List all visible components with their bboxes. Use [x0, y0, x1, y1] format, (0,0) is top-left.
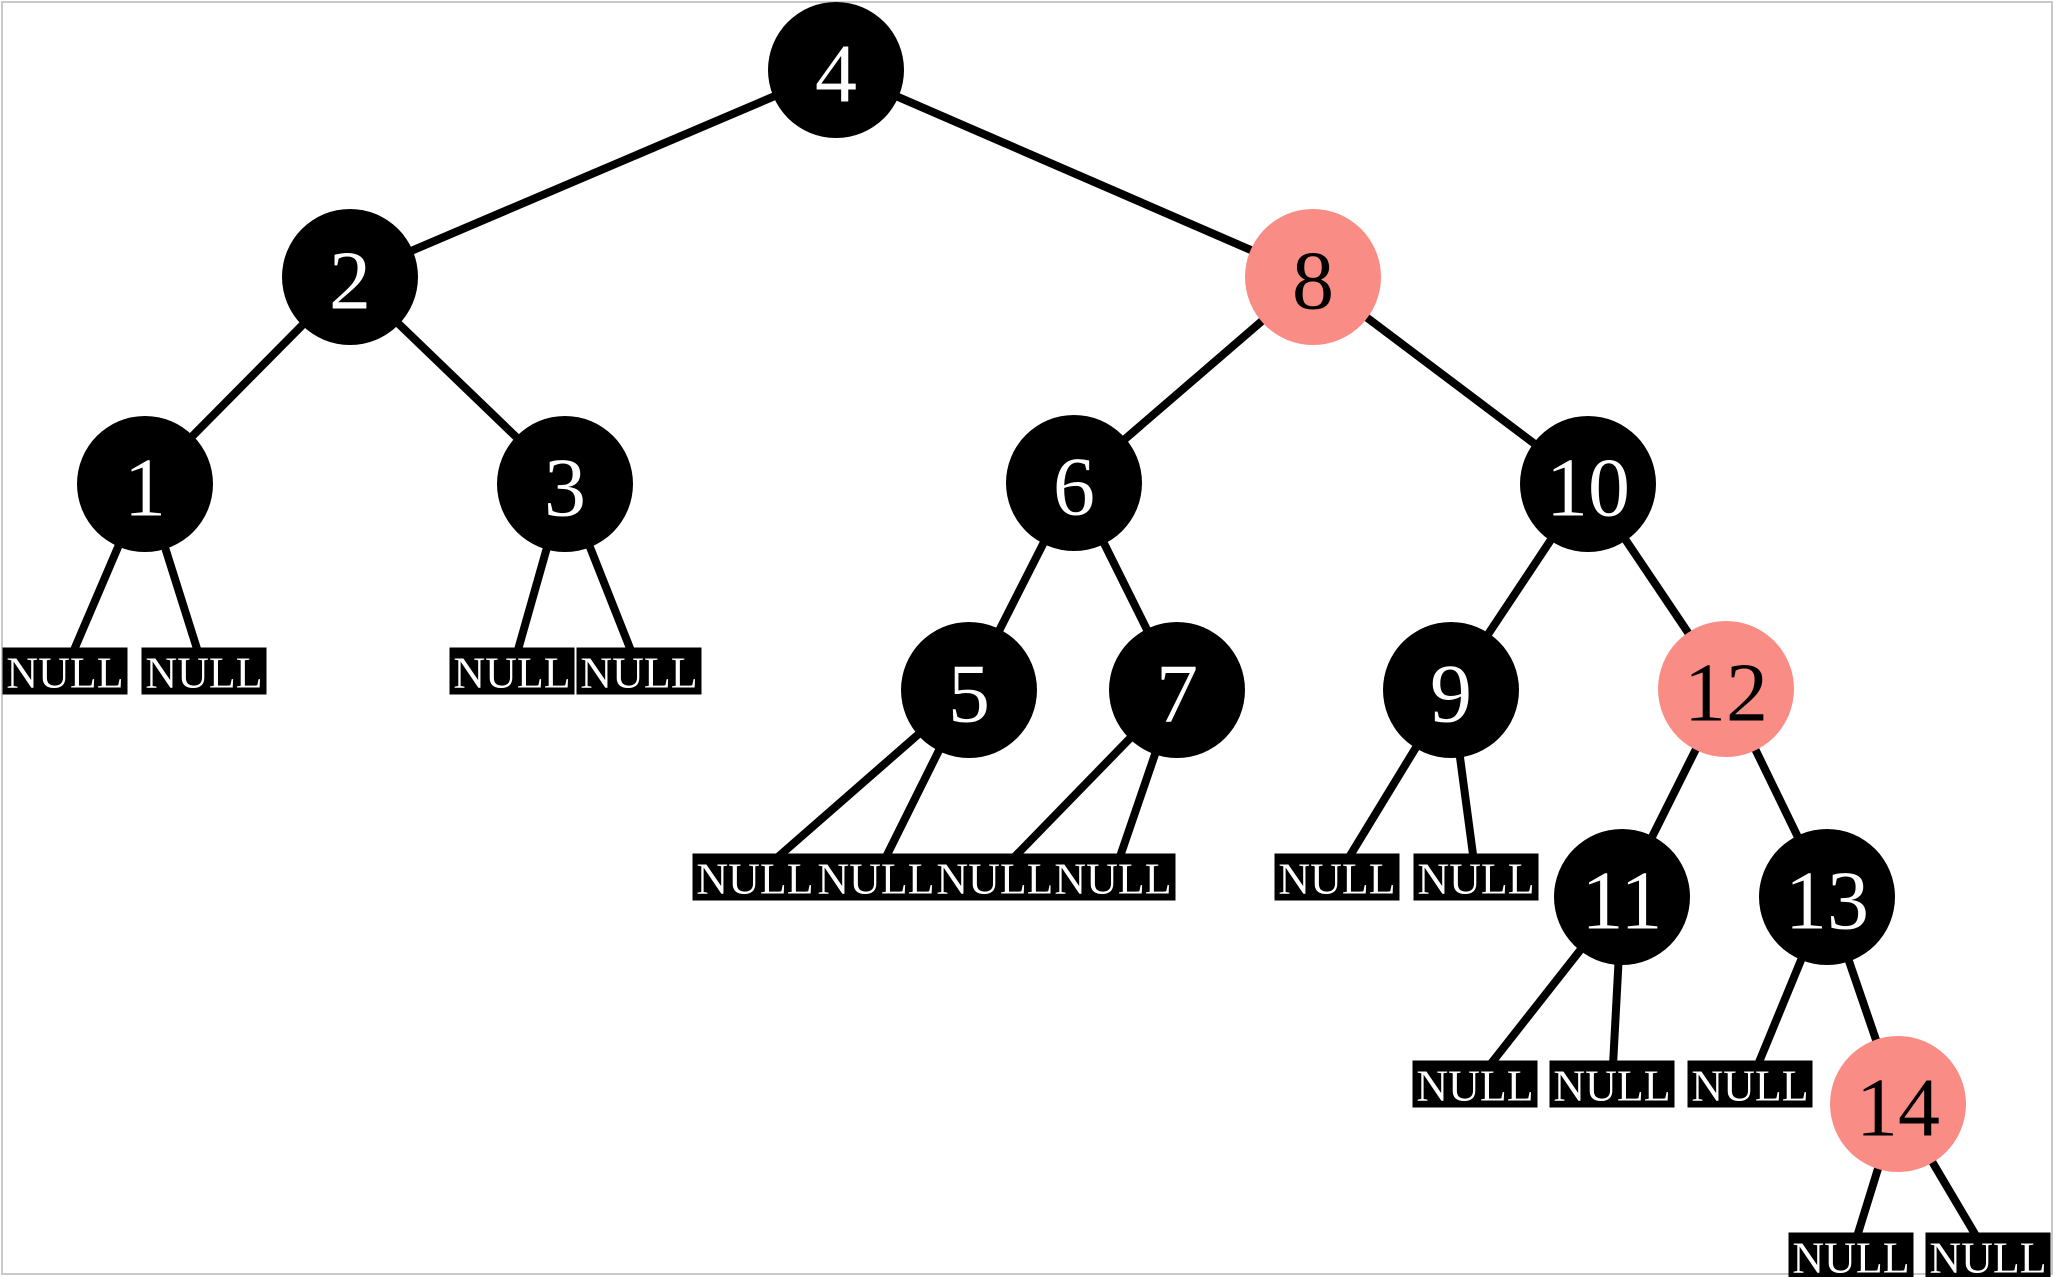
- tree-node-circle-11: [1554, 829, 1690, 965]
- null-leaf-label-n14: NULL: [1792, 1234, 1909, 1277]
- tree-node-circle-9: [1383, 622, 1519, 758]
- tree-node-5: 5: [901, 622, 1037, 758]
- tree-node-label-1: 1: [124, 442, 166, 535]
- tree-edge-4-8: [834, 66, 1315, 281]
- null-leaf-n5: NULL: [692, 853, 818, 904]
- null-leaf-box-n2: [141, 647, 267, 695]
- tree-node-circle-12: [1658, 621, 1794, 757]
- tree-node-3: 3: [497, 416, 633, 552]
- tree-node-14: 14: [1830, 1036, 1966, 1172]
- null-leaf-label-n2: NULL: [145, 649, 262, 698]
- tree-node-circle-13: [1759, 829, 1895, 965]
- null-leaf-box-n11: [1412, 1060, 1538, 1108]
- null-leaf-n15: NULL: [1925, 1232, 2051, 1277]
- tree-node-label-14: 14: [1856, 1062, 1940, 1155]
- null-leaf-box-n6: [813, 853, 939, 901]
- tree-node-4: 4: [768, 2, 904, 138]
- null-leaf-n3: NULL: [449, 647, 575, 698]
- tree-node-label-13: 13: [1785, 855, 1869, 948]
- tree-node-circle-4: [768, 2, 904, 138]
- tree-node-8: 8: [1245, 209, 1381, 345]
- tree-node-circle-5: [901, 622, 1037, 758]
- tree-node-9: 9: [1383, 622, 1519, 758]
- null-leaf-box-n5: [692, 853, 818, 901]
- null-leaf-n1: NULL: [2, 647, 128, 698]
- null-leaf-box-n1: [2, 647, 128, 695]
- tree-node-11: 11: [1554, 829, 1690, 965]
- tree-node-circle-1: [77, 416, 213, 552]
- tree-node-circle-2: [282, 209, 418, 345]
- tree-node-label-3: 3: [544, 442, 586, 535]
- null-leaf-label-n10: NULL: [1417, 855, 1534, 904]
- null-leaf-label-n8: NULL: [1054, 855, 1171, 904]
- null-leaf-box-n10: [1413, 853, 1539, 901]
- null-leaf-box-n13: [1687, 1060, 1813, 1108]
- null-leaf-box-n12: [1549, 1060, 1675, 1108]
- null-leaf-label-n11: NULL: [1416, 1062, 1533, 1111]
- null-leaf-label-n5: NULL: [696, 855, 813, 904]
- null-leaf-box-n4: [576, 647, 702, 695]
- null-leaf-label-n15: NULL: [1929, 1234, 2046, 1277]
- null-leaf-box-n15: [1925, 1232, 2051, 1277]
- null-leaf-box-n8: [1050, 853, 1176, 901]
- tree-node-1: 1: [77, 416, 213, 552]
- null-leaf-n14: NULL: [1788, 1232, 1914, 1277]
- null-leaf-label-n3: NULL: [453, 649, 570, 698]
- tree-node-6: 6: [1006, 415, 1142, 551]
- tree-node-label-12: 12: [1684, 647, 1768, 740]
- tree-node-13: 13: [1759, 829, 1895, 965]
- tree-node-2: 2: [282, 209, 418, 345]
- null-leaf-label-n12: NULL: [1553, 1062, 1670, 1111]
- tree-node-label-9: 9: [1430, 648, 1472, 741]
- tree-node-circle-14: [1830, 1036, 1966, 1172]
- null-leaf-label-n9: NULL: [1278, 855, 1395, 904]
- null-leaf-n8: NULL: [1050, 853, 1176, 904]
- null-leaf-n9: NULL: [1274, 853, 1400, 904]
- tree-node-label-2: 2: [329, 235, 371, 328]
- null-leaf-n13: NULL: [1687, 1060, 1813, 1111]
- tree-node-label-8: 8: [1292, 235, 1334, 328]
- null-leaf-label-n7: NULL: [936, 855, 1053, 904]
- tree-node-label-11: 11: [1582, 855, 1663, 948]
- tree-node-circle-8: [1245, 209, 1381, 345]
- null-leaf-n11: NULL: [1412, 1060, 1538, 1111]
- null-leaf-n4: NULL: [576, 647, 702, 698]
- tree-node-label-6: 6: [1053, 441, 1095, 534]
- tree-node-10: 10: [1520, 416, 1656, 552]
- null-leaf-n6: NULL: [813, 853, 939, 904]
- null-leaf-n7: NULL: [932, 853, 1058, 904]
- tree-node-circle-3: [497, 416, 633, 552]
- null-leaf-label-n13: NULL: [1691, 1062, 1808, 1111]
- tree-node-7: 7: [1109, 622, 1245, 758]
- tree-node-12: 12: [1658, 621, 1794, 757]
- null-leaf-box-n7: [932, 853, 1058, 901]
- null-leaf-box-n3: [449, 647, 575, 695]
- null-leaf-n10: NULL: [1413, 853, 1539, 904]
- tree-node-circle-10: [1520, 416, 1656, 552]
- null-leaf-box-n9: [1274, 853, 1400, 901]
- null-leaf-box-n14: [1788, 1232, 1914, 1277]
- tree-node-label-7: 7: [1156, 648, 1198, 741]
- tree-node-label-5: 5: [948, 648, 990, 741]
- null-leaf-n12: NULL: [1549, 1060, 1675, 1111]
- tree-node-label-4: 4: [815, 28, 857, 121]
- tree-node-circle-6: [1006, 415, 1142, 551]
- tree-node-label-10: 10: [1546, 442, 1630, 535]
- null-leaf-label-n6: NULL: [817, 855, 934, 904]
- null-leaf-label-n4: NULL: [580, 649, 697, 698]
- tree-node-circle-7: [1109, 622, 1245, 758]
- null-leaf-label-n1: NULL: [6, 649, 123, 698]
- tree-edge-4-2: [348, 66, 838, 281]
- null-leaf-n2: NULL: [141, 647, 267, 698]
